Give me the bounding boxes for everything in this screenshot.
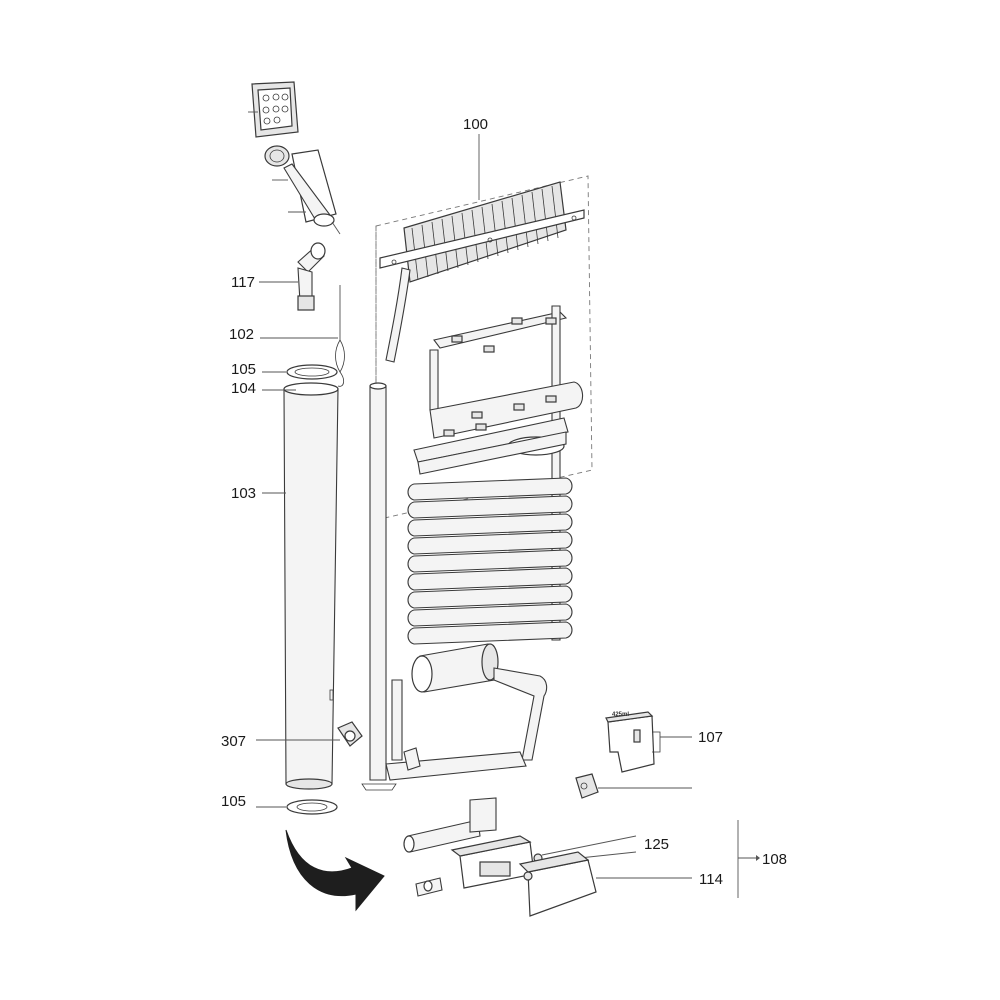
callout-100: 100 [463,116,488,133]
callout-107: 107 [698,729,723,746]
part-114-cover [518,851,692,917]
callout-307: 307 [221,733,246,750]
part-307-sensor [256,721,363,747]
group-108-bracket [737,820,760,898]
callout-108: 108 [762,851,787,868]
part-107-container: 425ml [605,711,692,773]
part-102-flue-baffle [260,285,345,387]
connector-part [575,773,692,799]
callout-104: 104 [231,380,256,397]
callout-117: 117 [231,274,255,291]
curved-arrow-icon [285,829,385,912]
part-105-top-gasket [262,364,338,380]
flue-duct-assembly [264,145,341,235]
callout-103: 103 [231,485,256,502]
part-117-burner-tube [259,242,326,311]
callout-105-bottom: 105 [221,793,246,810]
callout-102: 102 [229,326,254,343]
callout-105-top: 105 [231,361,256,378]
callout-125: 125 [644,836,669,853]
part-100-cooling-unit [361,134,593,791]
part-105-bottom-gasket [256,799,338,815]
container-volume-label: 425ml [612,712,629,718]
flue-cap-plate [248,81,299,138]
part-103-flue-tube [262,382,339,790]
burner-assembly [403,797,535,897]
callout-114: 114 [699,871,723,888]
